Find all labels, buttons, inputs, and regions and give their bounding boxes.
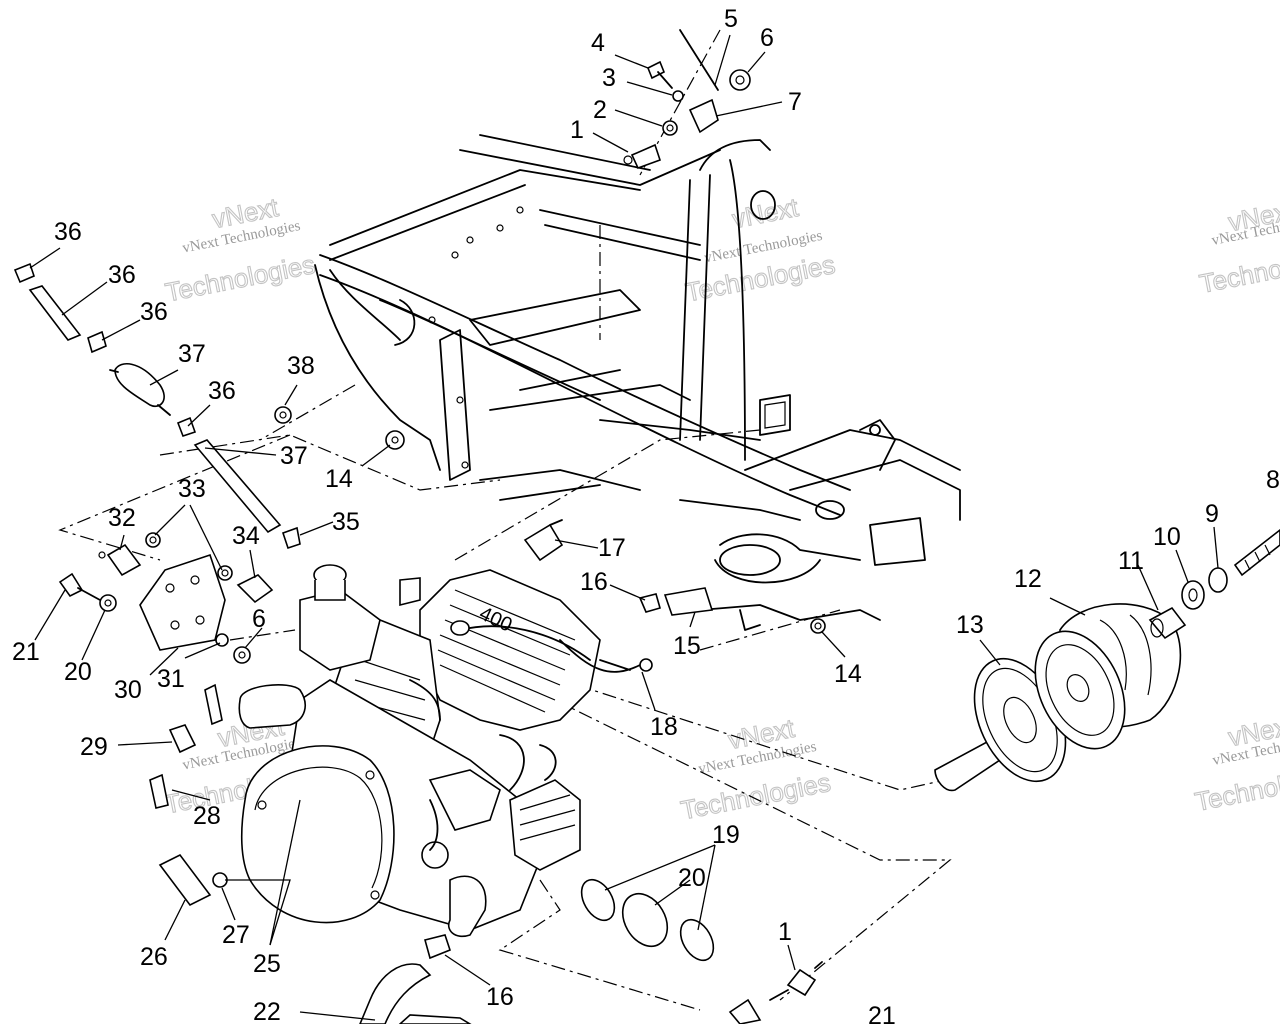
drive-clutch-assembly bbox=[934, 528, 1280, 792]
callout-36: 35 bbox=[332, 508, 360, 536]
callout-18: 18 bbox=[650, 713, 678, 741]
callout-34: 33 bbox=[178, 475, 206, 503]
callout-17: 17 bbox=[598, 534, 626, 562]
callout-31: 30 bbox=[114, 676, 142, 704]
callout-21: 21 bbox=[868, 1002, 896, 1024]
callout-2: 2 bbox=[593, 96, 607, 124]
callout-16: 16 bbox=[580, 568, 608, 596]
callout-11: 11 bbox=[1118, 547, 1144, 575]
callout-13: 13 bbox=[956, 611, 984, 639]
callout-5: 5 bbox=[724, 5, 738, 33]
callout-15: 15 bbox=[673, 632, 701, 660]
callout-4: 4 bbox=[591, 29, 605, 57]
callout-36: 36 bbox=[208, 377, 236, 405]
callout-28: 27 bbox=[222, 921, 250, 949]
callout-38: 37 bbox=[178, 340, 206, 368]
callout-3: 3 bbox=[602, 64, 616, 92]
callout-6: 6 bbox=[252, 605, 266, 633]
callout-33: 32 bbox=[108, 504, 136, 532]
callout-36: 36 bbox=[140, 298, 168, 326]
callout-6: 38 bbox=[287, 352, 315, 380]
callout-1: 1 bbox=[778, 918, 792, 946]
callout-14: 14 bbox=[325, 465, 353, 493]
callout-21: 20 bbox=[64, 658, 92, 686]
callout-37: 36 bbox=[108, 261, 136, 289]
callout-9: 9 bbox=[1205, 500, 1219, 528]
callout-25: 22 bbox=[253, 998, 281, 1024]
callout-6: 6 bbox=[760, 24, 774, 52]
watermark-brand-top: vNext bbox=[730, 192, 802, 234]
callout-32: 31 bbox=[157, 665, 185, 693]
callout-26: 25 bbox=[253, 950, 281, 978]
engine-assembly: 400 bbox=[238, 564, 631, 938]
callout-7: 7 bbox=[788, 88, 802, 116]
callout-30: 29 bbox=[80, 733, 108, 761]
callout-8: 8 bbox=[1266, 466, 1280, 494]
callout-1: 1 bbox=[570, 116, 584, 144]
vehicle-frame bbox=[314, 134, 961, 631]
callout-16: 16 bbox=[486, 983, 514, 1011]
callout-labels: 4 5 6 3 2 7 1 36 36 36 37 36 37 35 38 14… bbox=[12, 5, 1280, 1024]
callout-12: 12 bbox=[1014, 565, 1042, 593]
watermark-brand-bottom: Technologies bbox=[163, 249, 318, 307]
leader-lines bbox=[29, 34, 1219, 1021]
watermark-brand-bottom: Technologies bbox=[1197, 241, 1280, 299]
callout-14: 14 bbox=[834, 660, 862, 688]
callout-35: 34 bbox=[232, 522, 260, 550]
callout-20: 20 bbox=[678, 864, 706, 892]
callout-10: 10 bbox=[1153, 523, 1181, 551]
callout-27: 26 bbox=[140, 943, 168, 971]
callout-19: 19 bbox=[712, 821, 740, 849]
watermark-brand-bottom: Technologies bbox=[1192, 758, 1280, 816]
callout-22: 21 bbox=[12, 638, 40, 666]
callout-36: 36 bbox=[54, 218, 82, 246]
callout-29: 28 bbox=[193, 802, 221, 830]
callout-37: 37 bbox=[280, 442, 308, 470]
small-parts bbox=[13, 29, 826, 1024]
